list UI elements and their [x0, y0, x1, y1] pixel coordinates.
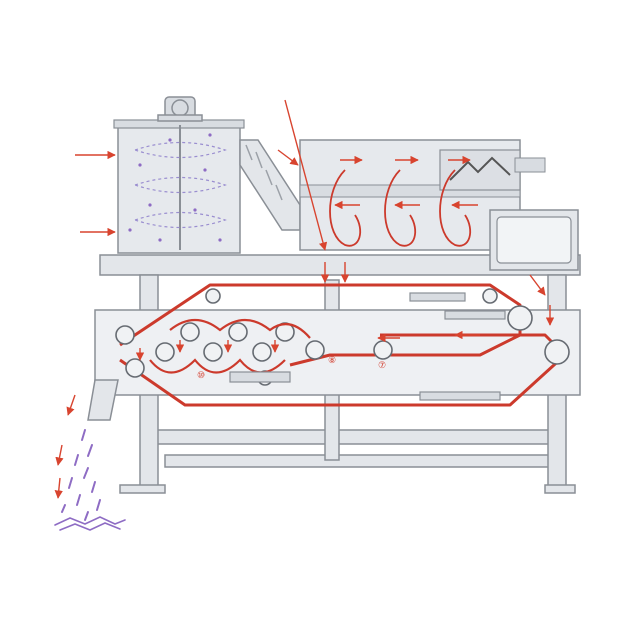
- mixing-tank: [113, 119, 245, 254]
- flow-arrows: [54, 99, 555, 499]
- lower-belt: [119, 333, 567, 407]
- flow-arrow-icon: [277, 149, 299, 166]
- drive-motor: [157, 96, 203, 122]
- flocculation-drum: [299, 139, 546, 251]
- marker-10: ⑩: [197, 370, 205, 380]
- drop-arrow-icon: [66, 394, 76, 416]
- press-rollers: [115, 288, 570, 386]
- marker-8: ⑧: [328, 355, 336, 365]
- sludge-dots: [128, 133, 222, 242]
- callout-markers: ⑩ ⑦ ⑧: [197, 355, 386, 380]
- marker-7: ⑦: [378, 360, 386, 370]
- sludge-cake-output: [54, 429, 126, 531]
- drop-arrow-icon: [55, 444, 64, 466]
- flow-arrow-icon: [284, 99, 328, 251]
- tensioner-cylinders: [229, 292, 506, 401]
- control-cabinet: [489, 209, 579, 271]
- frame: [94, 254, 581, 494]
- discharge-scraper: [87, 379, 119, 421]
- flow-arrow-icon: [529, 274, 546, 296]
- feed-chute: [239, 139, 301, 231]
- drop-arrow-icon: [54, 477, 63, 499]
